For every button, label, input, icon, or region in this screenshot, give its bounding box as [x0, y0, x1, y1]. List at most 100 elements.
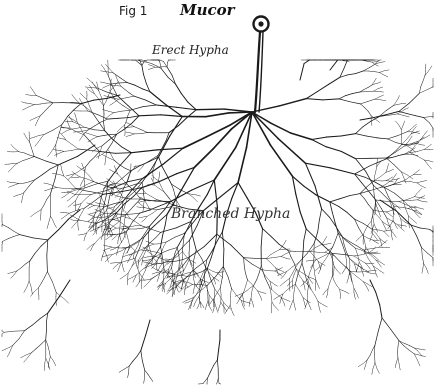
- hypha-branch: [107, 210, 108, 215]
- hypha-branch: [292, 275, 294, 281]
- hypha-branch: [395, 181, 397, 183]
- hypha-branch: [181, 94, 188, 103]
- hypha-branch: [386, 179, 389, 181]
- hypha-branch: [114, 220, 117, 221]
- hypha-branch: [103, 87, 106, 89]
- hypha-branch: [283, 290, 287, 294]
- hypha-branch: [166, 277, 169, 278]
- hypha-branch: [65, 194, 68, 196]
- hypha-branch: [349, 266, 350, 273]
- hypha-branch: [407, 177, 410, 180]
- hypha-branch: [274, 305, 276, 308]
- hypha-branch: [339, 99, 350, 102]
- hypha-branch: [364, 249, 369, 250]
- hypha-branch: [162, 246, 164, 251]
- hypha-branch: [321, 303, 324, 305]
- hypha-branch: [94, 98, 107, 100]
- hypha-branch: [119, 369, 124, 372]
- hypha-branch: [423, 75, 425, 81]
- hypha-branch: [17, 268, 21, 271]
- hypha-branch: [54, 363, 56, 366]
- hypha-branch: [238, 183, 247, 198]
- hypha-branch: [287, 300, 290, 301]
- hypha-branch: [31, 147, 32, 152]
- hypha-branch: [80, 212, 82, 216]
- hypha-branch: [219, 305, 220, 308]
- hypha-branch: [386, 234, 389, 237]
- hypha-branch: [120, 228, 124, 229]
- hypha-branch: [318, 84, 329, 91]
- hypha-branch: [422, 248, 428, 254]
- hypha-branch: [150, 238, 156, 243]
- hypha-branch: [100, 151, 116, 153]
- hypha-branch: [137, 207, 141, 208]
- hypha-branch: [394, 179, 397, 180]
- hypha-branch: [28, 157, 34, 159]
- hypha-branch: [396, 143, 405, 145]
- hypha-branch: [195, 300, 197, 303]
- hypha-branch: [139, 202, 141, 203]
- hypha-branch: [52, 173, 56, 174]
- hypha-branch: [378, 82, 381, 83]
- hypha-branch: [218, 308, 219, 311]
- hypha-branch: [132, 150, 158, 153]
- hypha-branch: [66, 140, 72, 145]
- hypha-branch: [139, 217, 142, 218]
- hypha-branch: [121, 125, 125, 128]
- hypha-branch: [377, 138, 388, 139]
- hypha-branch: [144, 257, 148, 258]
- hypha-branch: [415, 194, 417, 197]
- hypha-branch: [34, 157, 46, 162]
- hypha-branch: [340, 196, 350, 199]
- hypha-branch: [374, 224, 375, 227]
- hypha-branch: [417, 183, 421, 186]
- hypha-branch: [19, 331, 24, 339]
- hypha-branch: [364, 88, 368, 90]
- hypha-branch: [367, 91, 374, 92]
- hypha-branch: [126, 135, 130, 136]
- hypha-branch: [143, 251, 146, 257]
- hypha-branch: [68, 123, 69, 126]
- hypha-branch: [214, 360, 218, 366]
- hypha-branch: [404, 346, 409, 350]
- hypha-branch: [36, 210, 42, 213]
- hypha-branch: [32, 90, 34, 93]
- hypha-branch: [190, 306, 191, 309]
- hypha-branch: [141, 351, 143, 361]
- hypha-branch: [179, 289, 182, 292]
- hypha-branch: [86, 161, 90, 166]
- hypha-branch: [330, 276, 332, 282]
- hypha-branch: [417, 236, 422, 248]
- hypha-branch: [111, 83, 119, 84]
- hypha-branch: [375, 182, 384, 187]
- hypha-branch: [340, 289, 343, 290]
- hypha-branch: [300, 64, 304, 81]
- hypha-branch: [105, 158, 106, 165]
- hypha-branch: [146, 241, 149, 242]
- hypha-branch: [24, 287, 27, 293]
- hypha-branch: [172, 292, 173, 297]
- hypha-branch: [194, 274, 195, 278]
- hypha-branch: [328, 282, 330, 289]
- hypha-branch: [333, 273, 334, 276]
- hypha-branch: [254, 279, 257, 285]
- hypha-branch: [314, 270, 315, 275]
- hypha-branch: [398, 104, 402, 105]
- hypha-branch: [94, 194, 103, 201]
- hypha-branch: [48, 153, 51, 157]
- hypha-branch: [414, 211, 417, 215]
- hypha-branch: [291, 133, 312, 140]
- hypha-branch: [360, 102, 367, 104]
- hypha-branch: [305, 163, 330, 168]
- hypha-branch: [117, 128, 121, 132]
- hypha-branch: [356, 268, 357, 272]
- hypha-branch: [371, 214, 373, 221]
- hypha-branch: [388, 164, 389, 167]
- hypha-branch: [31, 285, 32, 289]
- hypha-branch: [101, 212, 104, 213]
- hypha-branch: [157, 285, 159, 287]
- hypha-branch: [208, 372, 211, 378]
- hypha-branch: [341, 151, 355, 158]
- hypha-branch: [214, 147, 235, 180]
- hypha-branch: [91, 220, 93, 224]
